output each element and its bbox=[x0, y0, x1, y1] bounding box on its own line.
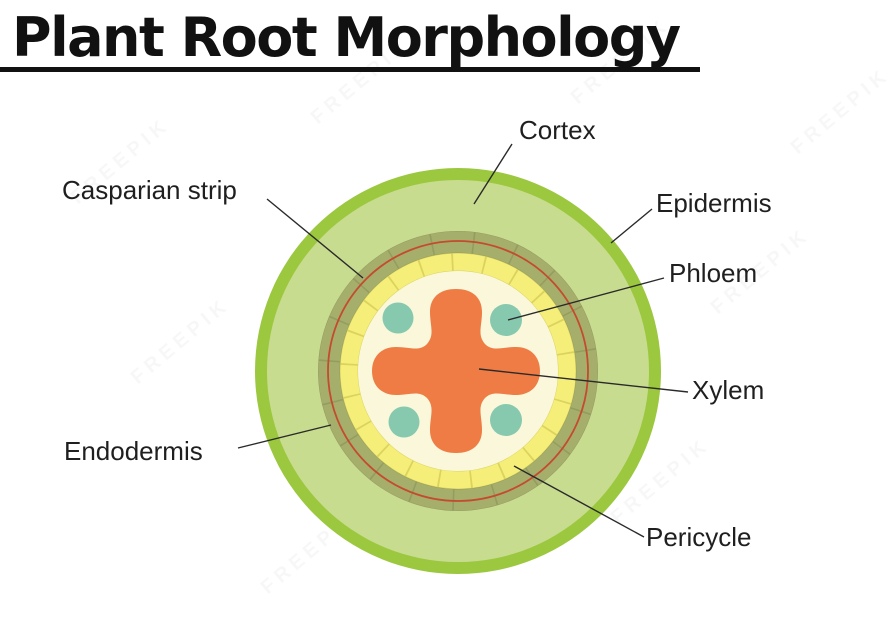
label-cortex: Cortex bbox=[519, 115, 596, 145]
phloem-cells bbox=[382, 302, 522, 438]
leader-epidermis bbox=[610, 208, 653, 244]
phloem-cell bbox=[388, 406, 420, 438]
label-xylem: Xylem bbox=[692, 375, 765, 405]
pericycle-ring bbox=[340, 253, 576, 489]
label-phloem: Phloem bbox=[669, 258, 758, 288]
xylem-cross bbox=[372, 289, 540, 453]
leader-endodermis bbox=[237, 424, 332, 449]
label-pericycle: Pericycle bbox=[646, 522, 752, 552]
leader-lines bbox=[237, 143, 689, 538]
casparian-strip-line bbox=[327, 240, 589, 502]
leader-casparian bbox=[266, 198, 364, 279]
phloem-cell bbox=[382, 302, 414, 334]
leader-xylem bbox=[478, 368, 689, 393]
leader-cortex bbox=[473, 143, 513, 205]
title-underline bbox=[0, 67, 700, 72]
page-title: Plant Root Morphology bbox=[12, 6, 681, 69]
leader-phloem bbox=[507, 277, 665, 321]
label-epidermis: Epidermis bbox=[656, 188, 772, 218]
leader-pericycle bbox=[513, 465, 645, 538]
label-casparian-strip: Casparian strip bbox=[62, 175, 237, 205]
label-endodermis: Endodermis bbox=[64, 436, 203, 466]
endodermis-ring bbox=[318, 231, 598, 511]
phloem-cell bbox=[490, 304, 522, 336]
phloem-cell bbox=[490, 404, 522, 436]
